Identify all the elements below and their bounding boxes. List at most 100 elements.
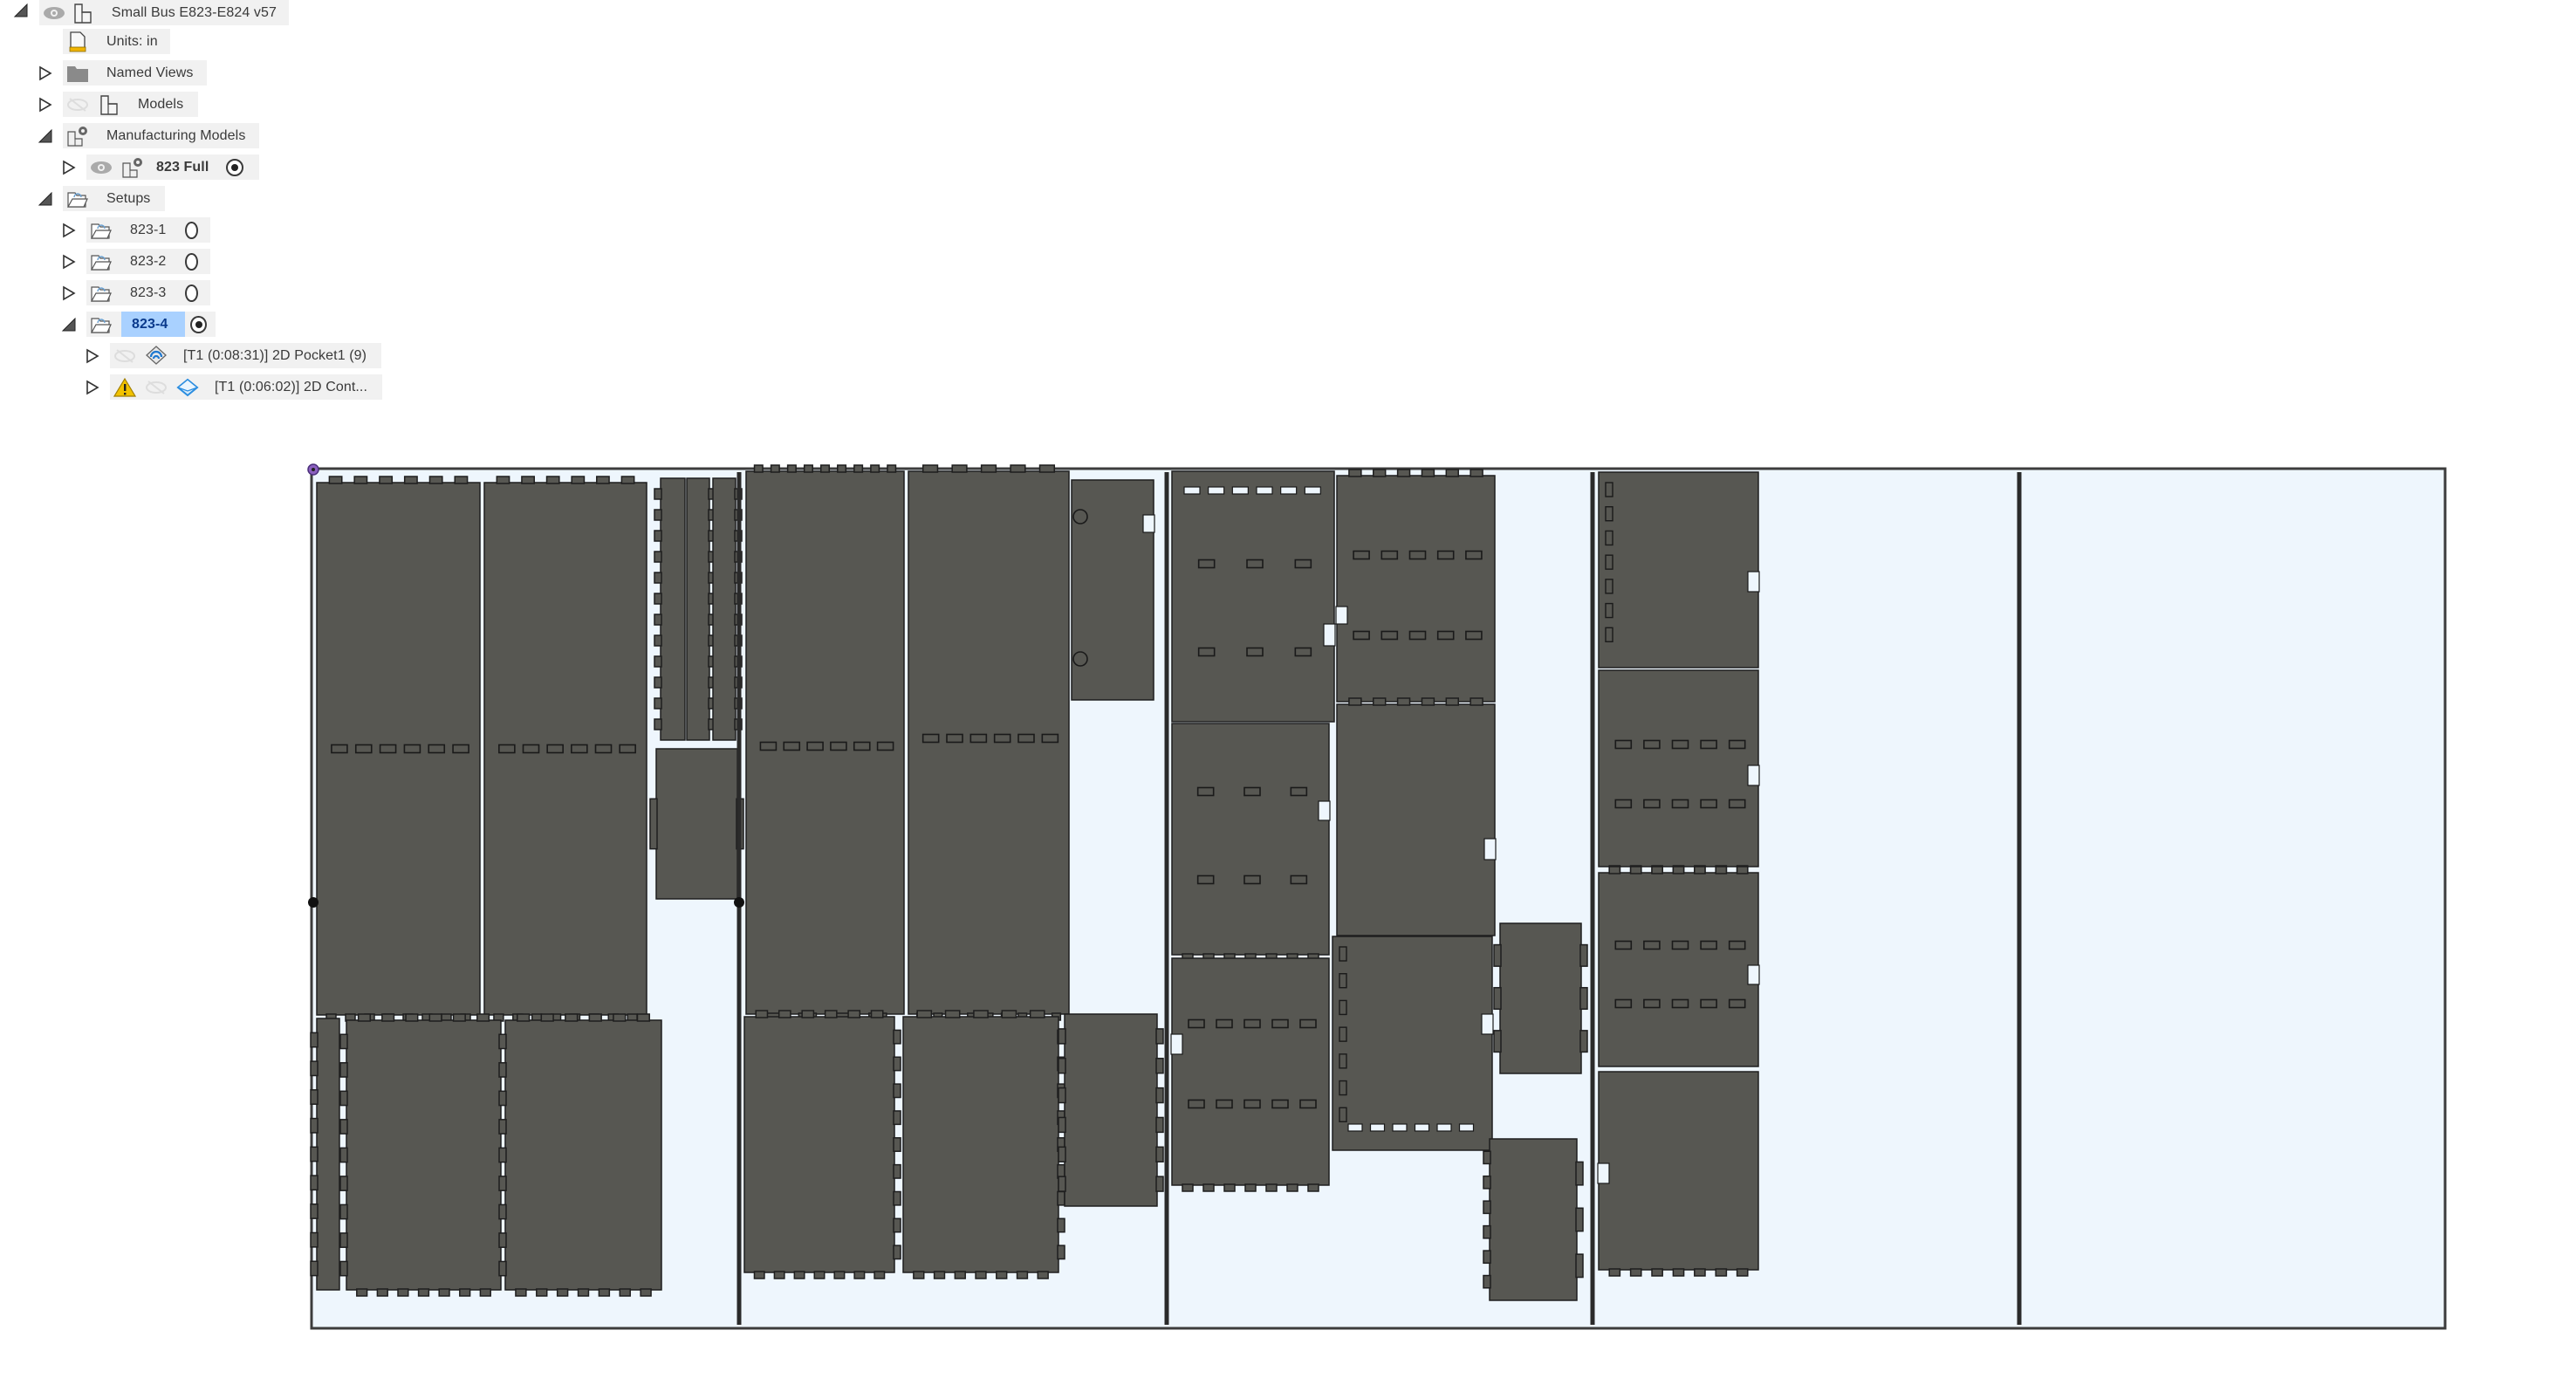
eye-visible-icon[interactable] [43, 2, 65, 24]
tree-label-manufacturing-models: Manufacturing Models [106, 127, 246, 143]
tree-node-units[interactable]: Units: in [63, 29, 170, 54]
slot [1700, 940, 1717, 950]
expand-triangle-icon[interactable] [37, 62, 54, 85]
part-s1-panel-c[interactable] [339, 1013, 502, 1297]
part-s1-panel-d[interactable] [498, 1013, 662, 1297]
stock-divider-line [2017, 472, 2022, 1325]
tree-node-setup-823-2[interactable]: 823-2 [86, 249, 210, 274]
tree-row-operation[interactable]: [T1 (0:08:31)] 2D Pocket1 (9) [0, 340, 401, 372]
tree-node-setup-823-4[interactable]: 823-4 [86, 312, 216, 337]
expand-triangle-icon[interactable] [60, 156, 78, 179]
slot [571, 744, 588, 754]
part-s1-strip-low[interactable] [310, 1018, 340, 1291]
tree-row-models[interactable]: Models [0, 89, 297, 120]
part-s4-t[interactable] [1598, 866, 1760, 1067]
part-s4-u[interactable] [1597, 1071, 1759, 1277]
part-s1-strip-1[interactable] [654, 477, 686, 741]
part-s3-p[interactable] [1493, 922, 1588, 1074]
part-s3-m[interactable] [1336, 697, 1497, 936]
part-s1-block[interactable] [649, 748, 744, 900]
part-s4-s[interactable] [1598, 669, 1760, 874]
tree-row-setups[interactable]: Setups [0, 183, 297, 215]
inactive-radio-button[interactable] [185, 284, 198, 302]
collapse-triangle-icon[interactable] [12, 0, 30, 22]
tree-row-manufacturing-model-823-full[interactable]: 823 Full [0, 152, 297, 183]
tree-node-setup-823-1[interactable]: 823-1 [86, 217, 210, 243]
slot [1017, 733, 1035, 744]
part-s2-panel-e[interactable] [745, 464, 905, 1021]
part-s3-k[interactable] [1335, 469, 1496, 703]
slot [830, 741, 847, 751]
tree-node-setups[interactable]: Setups [63, 186, 165, 211]
tree-row-root[interactable]: Small Bus E823-E824 v57 [0, 0, 297, 26]
tree-node-823-full[interactable]: 823 Full [86, 154, 259, 180]
inactive-radio-button[interactable] [185, 252, 198, 271]
tree-node-models[interactable]: Models [63, 92, 198, 117]
part-s1-panel-b[interactable] [483, 476, 647, 1022]
expand-triangle-icon[interactable] [60, 219, 78, 242]
tree-node-setup-823-3[interactable]: 823-3 [86, 280, 210, 305]
slot [1614, 940, 1633, 950]
slot [1614, 799, 1633, 809]
tree-row-operation[interactable]: [T1 (0:06:02)] 2D Cont... [0, 372, 401, 403]
part-s3-j[interactable] [1171, 470, 1336, 723]
collapse-triangle-icon[interactable] [60, 313, 78, 336]
tree-row-named-views[interactable]: Named Views [0, 58, 297, 89]
eye-hidden-icon[interactable] [66, 93, 89, 116]
active-radio-button[interactable] [190, 315, 207, 333]
tree-label-setup: 823-2 [130, 253, 167, 269]
tree-node-operation-pocket[interactable]: [T1 (0:08:31)] 2D Pocket1 (9) [110, 343, 381, 368]
setup-folder-icon [90, 313, 113, 336]
expand-triangle-icon[interactable] [60, 250, 78, 273]
slot [1643, 799, 1661, 809]
collapse-triangle-icon[interactable] [37, 125, 54, 147]
part-s3-l[interactable] [1171, 723, 1331, 962]
tree-row-manufacturing-models[interactable]: Manufacturing Models [0, 120, 297, 152]
part-s2-small[interactable] [1058, 1013, 1164, 1207]
slot [993, 733, 1011, 744]
part-s2-tall[interactable] [1071, 479, 1155, 701]
edge-point-marker[interactable] [308, 897, 319, 908]
part-s1-strip-2[interactable] [686, 477, 716, 741]
part-s1-panel-a[interactable] [316, 476, 481, 1022]
eye-hidden-icon[interactable] [113, 345, 136, 367]
collapse-triangle-icon[interactable] [37, 188, 54, 210]
part-s3-o[interactable] [1332, 936, 1494, 1151]
part-s2-panel-g[interactable] [743, 1010, 901, 1279]
active-radio-button[interactable] [226, 158, 244, 176]
tree-node-root[interactable]: Small Bus E823-E824 v57 [39, 0, 289, 25]
part-s2-panel-f[interactable] [908, 464, 1070, 1021]
tree-row-setup[interactable]: 823-1 [0, 215, 297, 246]
tree-row-setup-selected[interactable]: 823-4 [0, 309, 297, 340]
expand-triangle-icon[interactable] [84, 345, 101, 367]
inactive-radio-button[interactable] [185, 221, 198, 239]
slot [498, 744, 516, 754]
eye-visible-icon[interactable] [90, 156, 113, 179]
expand-triangle-icon[interactable] [60, 282, 78, 305]
warning-icon[interactable] [113, 376, 136, 399]
part-s4-r[interactable] [1598, 471, 1760, 669]
expand-triangle-icon[interactable] [84, 376, 101, 399]
pocket-icon [145, 345, 168, 367]
slot [1353, 630, 1370, 641]
slot [1728, 739, 1746, 750]
tree-row-setup[interactable]: 823-2 [0, 246, 297, 278]
tree-node-operation-contour[interactable]: [T1 (0:06:02)] 2D Cont... [110, 374, 382, 400]
manufacturing-model-icon [121, 156, 144, 179]
tree-row-setup[interactable]: 823-3 [0, 278, 297, 309]
tree-node-manufacturing-models[interactable]: Manufacturing Models [63, 123, 259, 148]
expand-triangle-icon[interactable] [37, 93, 54, 116]
slot [1728, 998, 1746, 1009]
part-s3-n[interactable] [1170, 957, 1330, 1192]
tree-label-models: Models [138, 96, 184, 112]
tree-label-named-views: Named Views [106, 65, 194, 80]
part-s2-panel-h[interactable] [902, 1010, 1065, 1279]
tree-node-named-views[interactable]: Named Views [63, 60, 207, 86]
eye-hidden-icon[interactable] [145, 376, 168, 399]
slot [1671, 739, 1689, 750]
part-s3-q[interactable] [1483, 1138, 1584, 1301]
slot [1243, 874, 1261, 885]
edge-point-marker[interactable] [734, 897, 744, 908]
tree-row-units[interactable]: Units: in [0, 26, 297, 58]
